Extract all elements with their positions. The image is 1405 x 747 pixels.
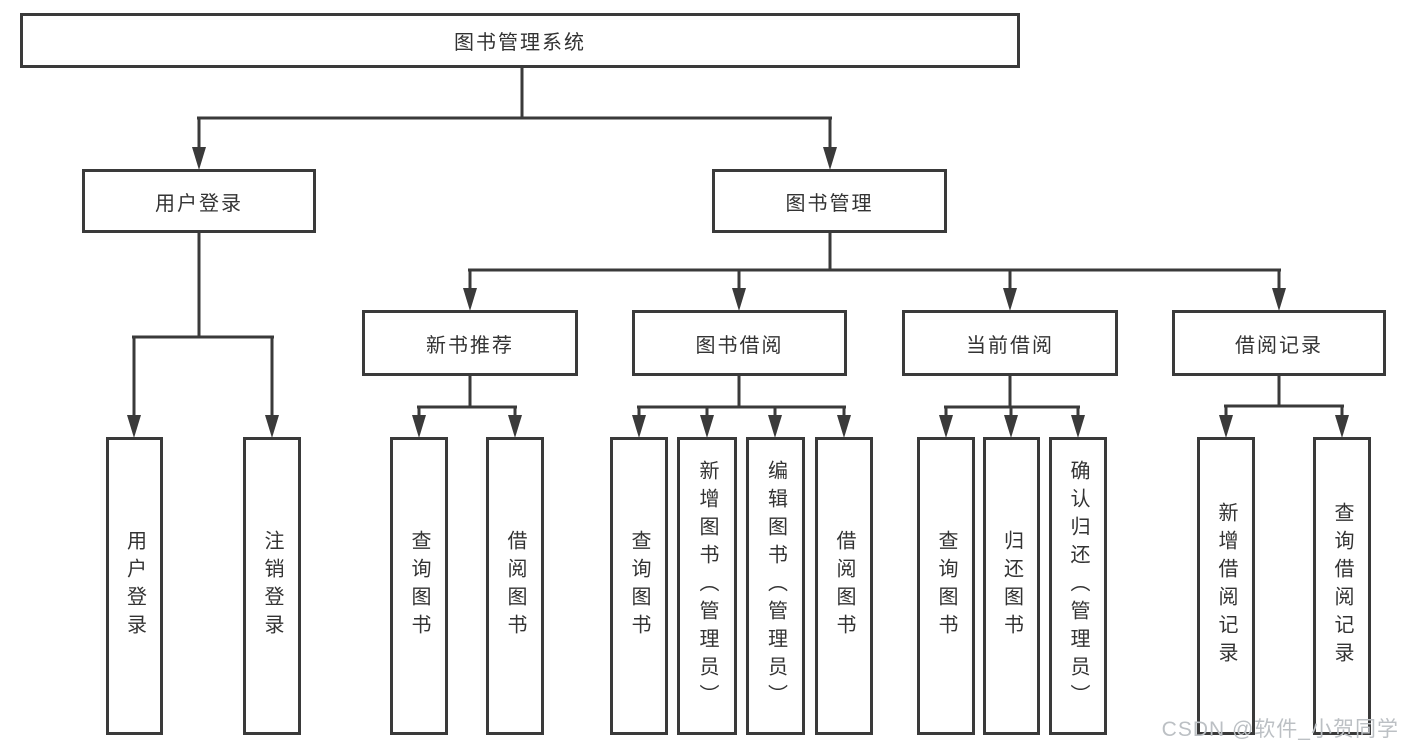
arrowhead <box>1272 288 1286 311</box>
leaf-query-books-current: 查询图书 <box>917 437 975 735</box>
node-book-management: 图书管理 <box>712 169 947 233</box>
leaf-query-books-borrow: 查询图书 <box>610 437 668 735</box>
node-borrow-records: 借阅记录 <box>1172 310 1386 376</box>
arrowhead <box>1219 415 1233 438</box>
leaf-query-books-recommend: 查询图书 <box>390 437 448 735</box>
node-user-login: 用户登录 <box>82 169 316 233</box>
arrowhead <box>837 415 851 438</box>
arrowhead <box>1071 415 1085 438</box>
arrowhead <box>768 415 782 438</box>
arrowhead <box>700 415 714 438</box>
csdn-watermark: CSDN @软件_小贺同学 <box>1161 718 1399 741</box>
arrowhead <box>508 415 522 438</box>
node-new-book-recommend: 新书推荐 <box>362 310 578 376</box>
arrowhead <box>265 415 279 438</box>
leaf-logout: 注销登录 <box>243 437 301 735</box>
arrowhead <box>1335 415 1349 438</box>
connector-login-subtree <box>127 233 279 438</box>
connector-borrow-subtree <box>632 376 851 438</box>
connector-records-subtree <box>1219 376 1349 438</box>
arrowhead <box>127 415 141 438</box>
arrowhead <box>823 147 837 170</box>
arrowhead <box>463 288 477 311</box>
node-book-borrow: 图书借阅 <box>632 310 847 376</box>
connector-recommend-subtree <box>412 376 522 438</box>
leaf-return-book: 归还图书 <box>983 437 1040 735</box>
leaf-add-book-admin: 新增图书（管理员） <box>677 437 737 735</box>
node-current-borrow: 当前借阅 <box>902 310 1118 376</box>
arrowhead <box>632 415 646 438</box>
leaf-query-borrow-record: 查询借阅记录 <box>1313 437 1371 735</box>
node-root: 图书管理系统 <box>20 13 1020 68</box>
arrowhead <box>1003 288 1017 311</box>
leaf-add-borrow-record: 新增借阅记录 <box>1197 437 1255 735</box>
arrowhead <box>732 288 746 311</box>
leaf-confirm-return-admin: 确认归还（管理员） <box>1049 437 1107 735</box>
leaf-borrow-books-recommend: 借阅图书 <box>486 437 544 735</box>
leaf-borrow-books-borrow: 借阅图书 <box>815 437 873 735</box>
leaf-edit-book-admin: 编辑图书（管理员） <box>746 437 805 735</box>
arrowhead <box>939 415 953 438</box>
arrowhead <box>412 415 426 438</box>
arrowhead <box>192 147 206 170</box>
connector-current-subtree <box>939 376 1085 438</box>
connector-root-to-level2 <box>192 68 837 170</box>
arrowhead <box>1004 415 1018 438</box>
connector-management-to-level3 <box>463 233 1286 311</box>
leaf-user-login: 用户登录 <box>106 437 163 735</box>
